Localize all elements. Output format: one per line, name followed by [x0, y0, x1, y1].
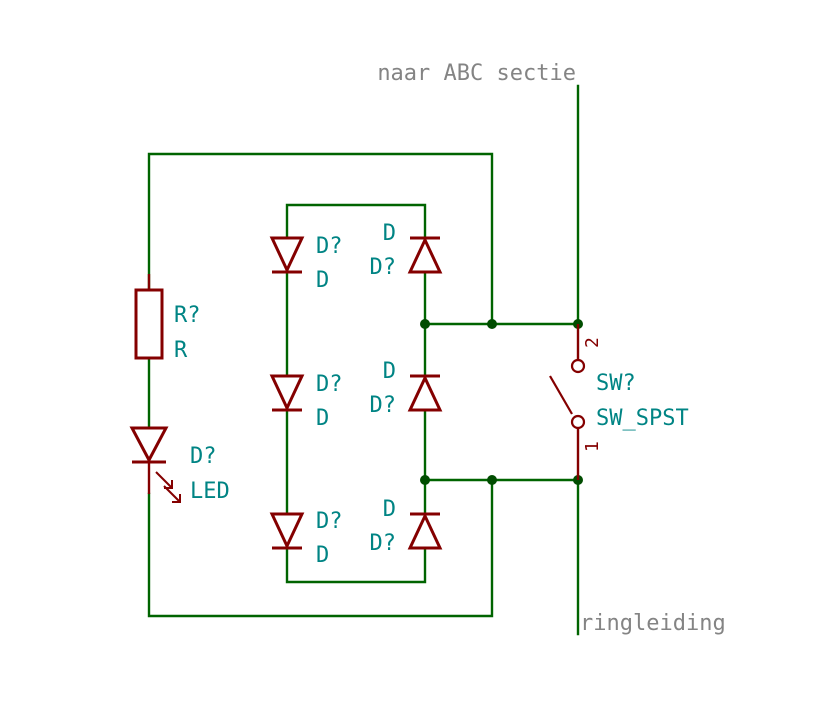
diode-ref: D? [316, 509, 343, 534]
net-label-top: naar ABC sectie [377, 61, 576, 86]
switch-ref: SW? [596, 371, 636, 396]
resistor-value: R [174, 338, 188, 363]
diode-value: D [383, 497, 396, 522]
diode-ref: D? [370, 255, 397, 280]
diode-value: D [383, 359, 396, 384]
switch-contact-top [570, 358, 586, 374]
switch-value: SW_SPST [596, 406, 689, 431]
led-triangle [129, 426, 169, 464]
diode-value: D [383, 221, 396, 246]
junctions [420, 319, 583, 485]
diode-ref: D? [316, 372, 343, 397]
resistor-ref: R? [174, 303, 201, 328]
switch-lever [549, 375, 573, 415]
led-ref: D? [190, 444, 217, 469]
wire-outer-top [147, 152, 494, 326]
diode-value: D [316, 268, 329, 293]
diode-left-3: D? D [269, 509, 343, 568]
diode-triangle [407, 512, 443, 550]
led: D? LED [129, 426, 230, 504]
junction-dot [487, 319, 497, 329]
led-light-arrows-icon [155, 471, 181, 503]
wire-bridge-top [285, 203, 427, 240]
switch-pin1-number: 1 [582, 441, 603, 452]
led-value: LED [190, 479, 230, 504]
diode-value: D [316, 406, 329, 431]
diode-right-1: D D? [370, 221, 443, 280]
net-label-bottom: ringleiding [580, 611, 726, 636]
switch-pin2-number: 2 [582, 337, 603, 348]
diode-right-2: D D? [370, 359, 443, 418]
wires [147, 84, 580, 636]
switch: 2 1 SW? SW_SPST [549, 324, 689, 480]
diode-triangle [269, 374, 305, 412]
wire-bridge-bottom [285, 546, 427, 584]
junction-dot [420, 475, 430, 485]
diode-left-1: D? D [269, 234, 343, 293]
diode-ref: D? [370, 531, 397, 556]
diode-triangle [407, 374, 443, 412]
resistor: R? R [134, 274, 201, 363]
resistor-body [134, 288, 164, 360]
diode-right-3: D D? [370, 497, 443, 556]
diode-value: D [316, 543, 329, 568]
diode-triangle [269, 236, 305, 274]
diode-triangle [407, 236, 443, 274]
diode-ref: D? [370, 393, 397, 418]
junction-dot [487, 475, 497, 485]
diode-triangle [269, 512, 305, 550]
diode-ref: D? [316, 234, 343, 259]
wire-outer-bottom [147, 478, 494, 618]
switch-contact-bottom [570, 414, 586, 430]
junction-dot [420, 319, 430, 329]
diode-left-2: D? D [269, 372, 343, 431]
